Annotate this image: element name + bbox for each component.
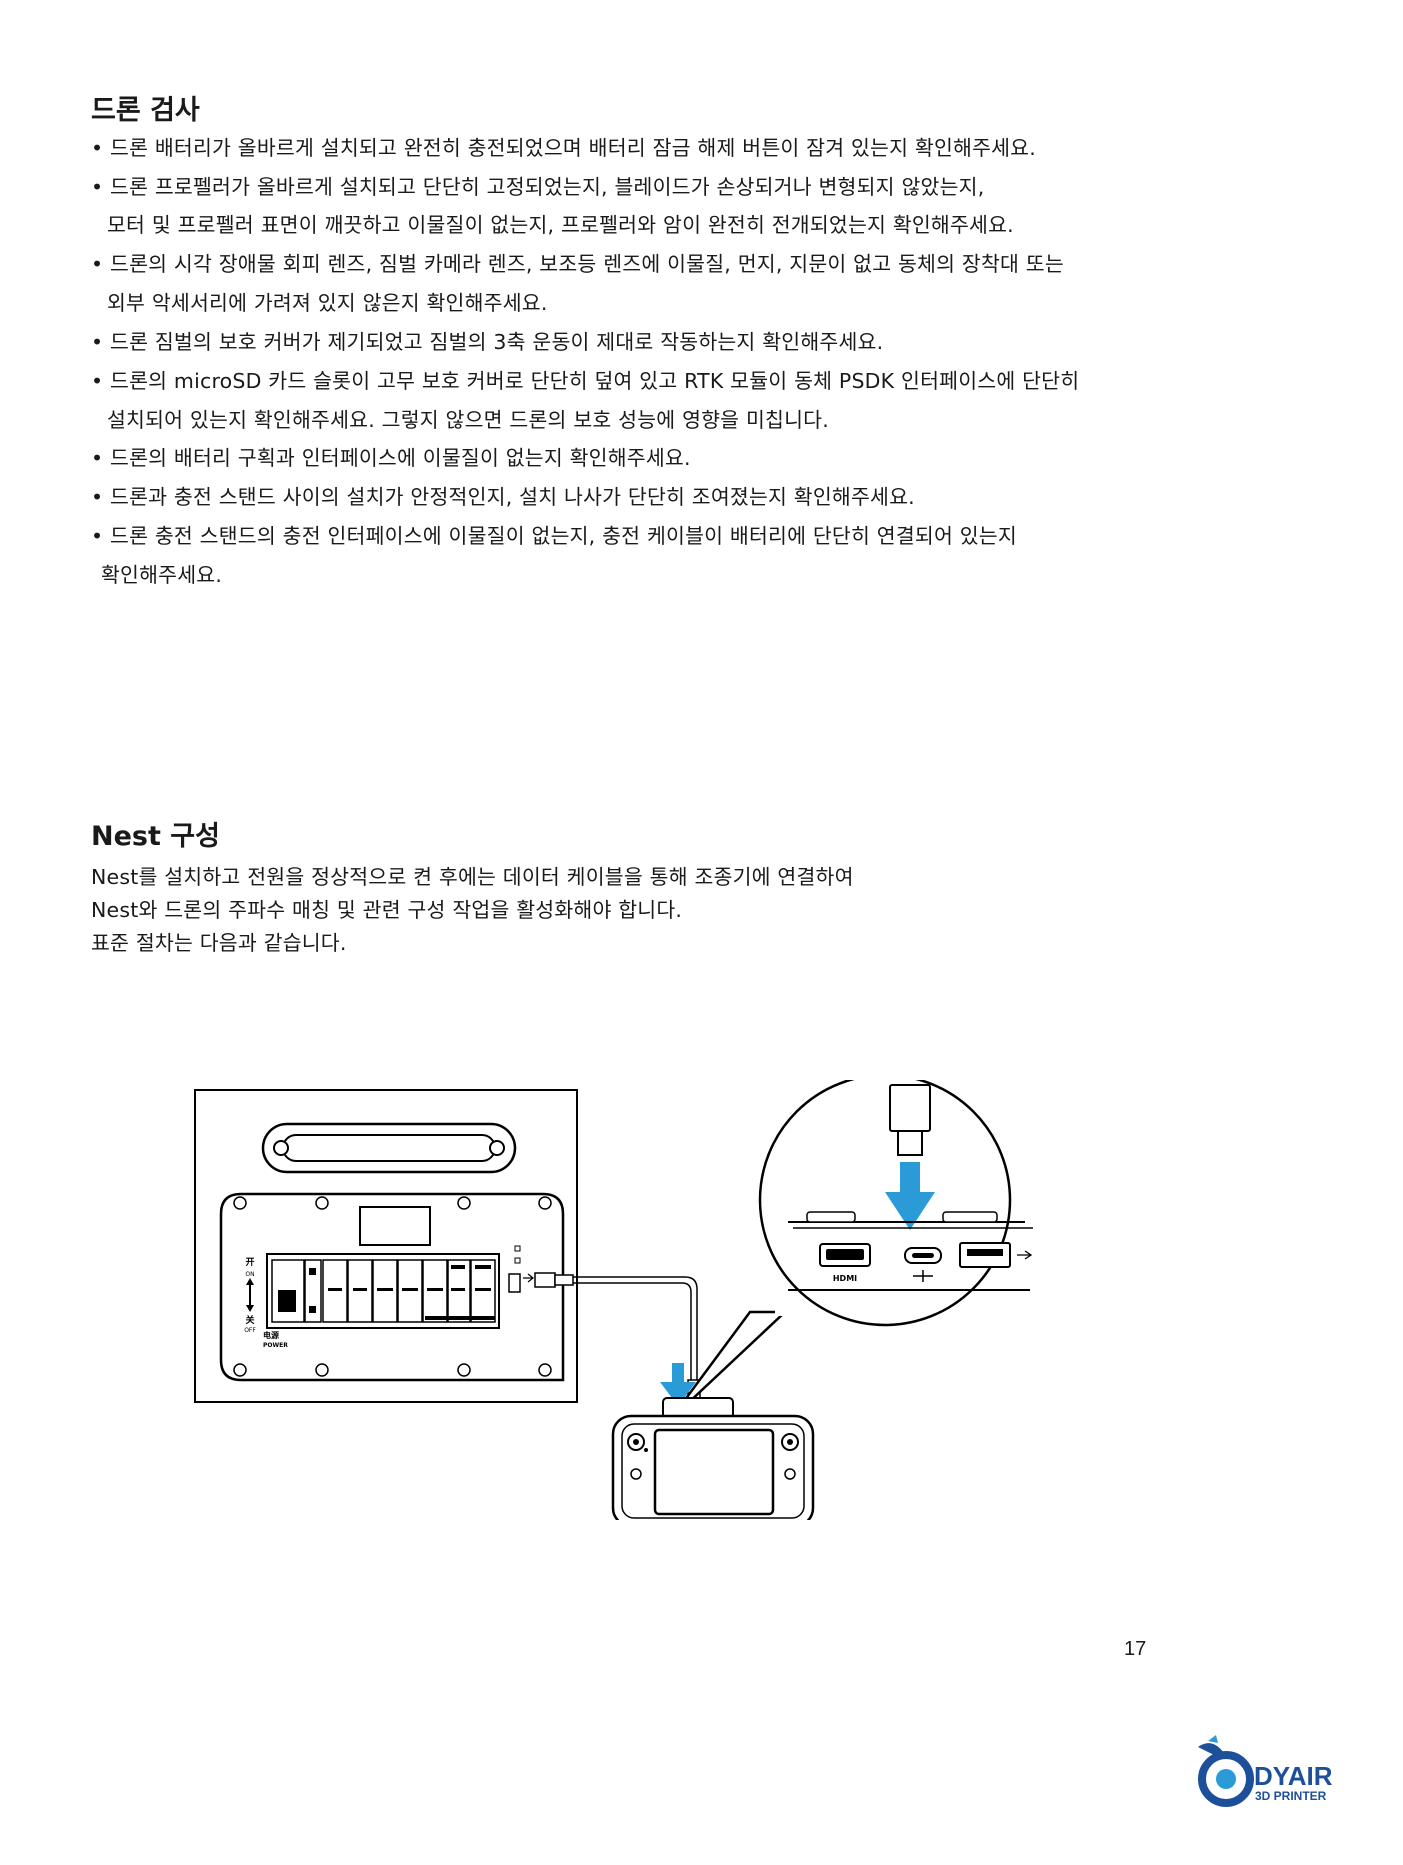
bullet-line-2-cont: 모터 및 프로펠러 표면이 깨끗하고 이물질이 없는지, 프로펠러와 암이 완전… [107, 213, 1014, 237]
zoom-callout [758, 1080, 1012, 1327]
bullet-line-4: • 드론 짐벌의 보호 커버가 제기되었고 짐벌의 3축 운동이 제대로 작동하… [91, 330, 884, 354]
section-title-drone-inspection: 드론 검사 [91, 95, 200, 126]
bullet-line-2: • 드론 프로펠러가 올바르게 설치되고 단단히 고정되었는지, 블레이드가 손… [91, 175, 985, 199]
label-power-cn: 电源 [263, 1330, 279, 1340]
arrow-down-icon [672, 1363, 684, 1383]
bullet-line-5: • 드론의 microSD 카드 슬롯이 고무 보호 커버로 단단히 덮여 있고… [91, 369, 1080, 393]
bullet-line-8-cont: 확인해주세요. [101, 563, 223, 587]
usb-plug [534, 1272, 556, 1288]
label-hdmi: HDMI [833, 1274, 857, 1283]
label-on-en: ON [245, 1271, 254, 1278]
usb-port [508, 1273, 521, 1293]
label-on-cn: 开 [245, 1257, 254, 1268]
bullet-line-6: • 드론의 배터리 구획과 인터페이스에 이물질이 없는지 확인해주세요. [91, 446, 691, 470]
label-off-en: OFF [244, 1327, 256, 1334]
display-window [359, 1206, 431, 1246]
bullet-line-7: • 드론과 충전 스탠드 사이의 설치가 안정적인지, 설치 나사가 단단히 조… [91, 485, 915, 509]
bullet-line-3-cont: 외부 악세서리에 가려져 있지 않은지 확인해주세요. [107, 291, 548, 315]
logo-name: DYAIR [1254, 1761, 1333, 1791]
bullet-line-8: • 드론 충전 스탠드의 충전 인터페이스에 이물질이 없는지, 충전 케이블이… [91, 524, 1017, 548]
logo-mark-icon: DYAIR 3D PRINTER [1198, 1735, 1333, 1807]
label-power-en: POWER [263, 1342, 288, 1349]
data-cable [573, 1276, 698, 1380]
label-off-cn: 关 [245, 1314, 254, 1326]
dyair-logo: DYAIR 3D PRINTER [1188, 1733, 1348, 1813]
paragraph-line-1: Nest를 설치하고 전원을 정상적으로 켠 후에는 데이터 케이블을 통해 조… [91, 865, 854, 889]
logo-sub: 3D PRINTER [1255, 1789, 1327, 1803]
paragraph-line-2: Nest와 드론의 주파수 매칭 및 관련 구성 작업을 활성화해야 합니다. [91, 898, 683, 922]
bullet-line-3: • 드론의 시각 장애물 회피 렌즈, 짐벌 카메라 렌즈, 보조등 렌즈에 이… [91, 252, 1064, 276]
callout-arrow-icon [900, 1162, 920, 1194]
bullet-line-5-cont: 설치되어 있는지 확인해주세요. 그렇지 않으면 드론의 보호 성능에 영향을 … [107, 408, 829, 432]
handle-slot-inner [282, 1134, 496, 1162]
paragraph-line-3: 표준 절차는 다음과 같습니다. [91, 931, 347, 955]
page-number: 17 [1124, 1638, 1147, 1660]
section-title-nest-config: Nest 구성 [91, 821, 220, 852]
bullet-line-1: • 드론 배터리가 올바르게 설치되고 완전히 충전되었으며 배터리 잠금 해제… [91, 136, 1036, 160]
nest-connection-diagram: 开 ON 关 OFF 电源 POWER HDMI [194, 1080, 1033, 1520]
controller-screen [653, 1428, 775, 1516]
